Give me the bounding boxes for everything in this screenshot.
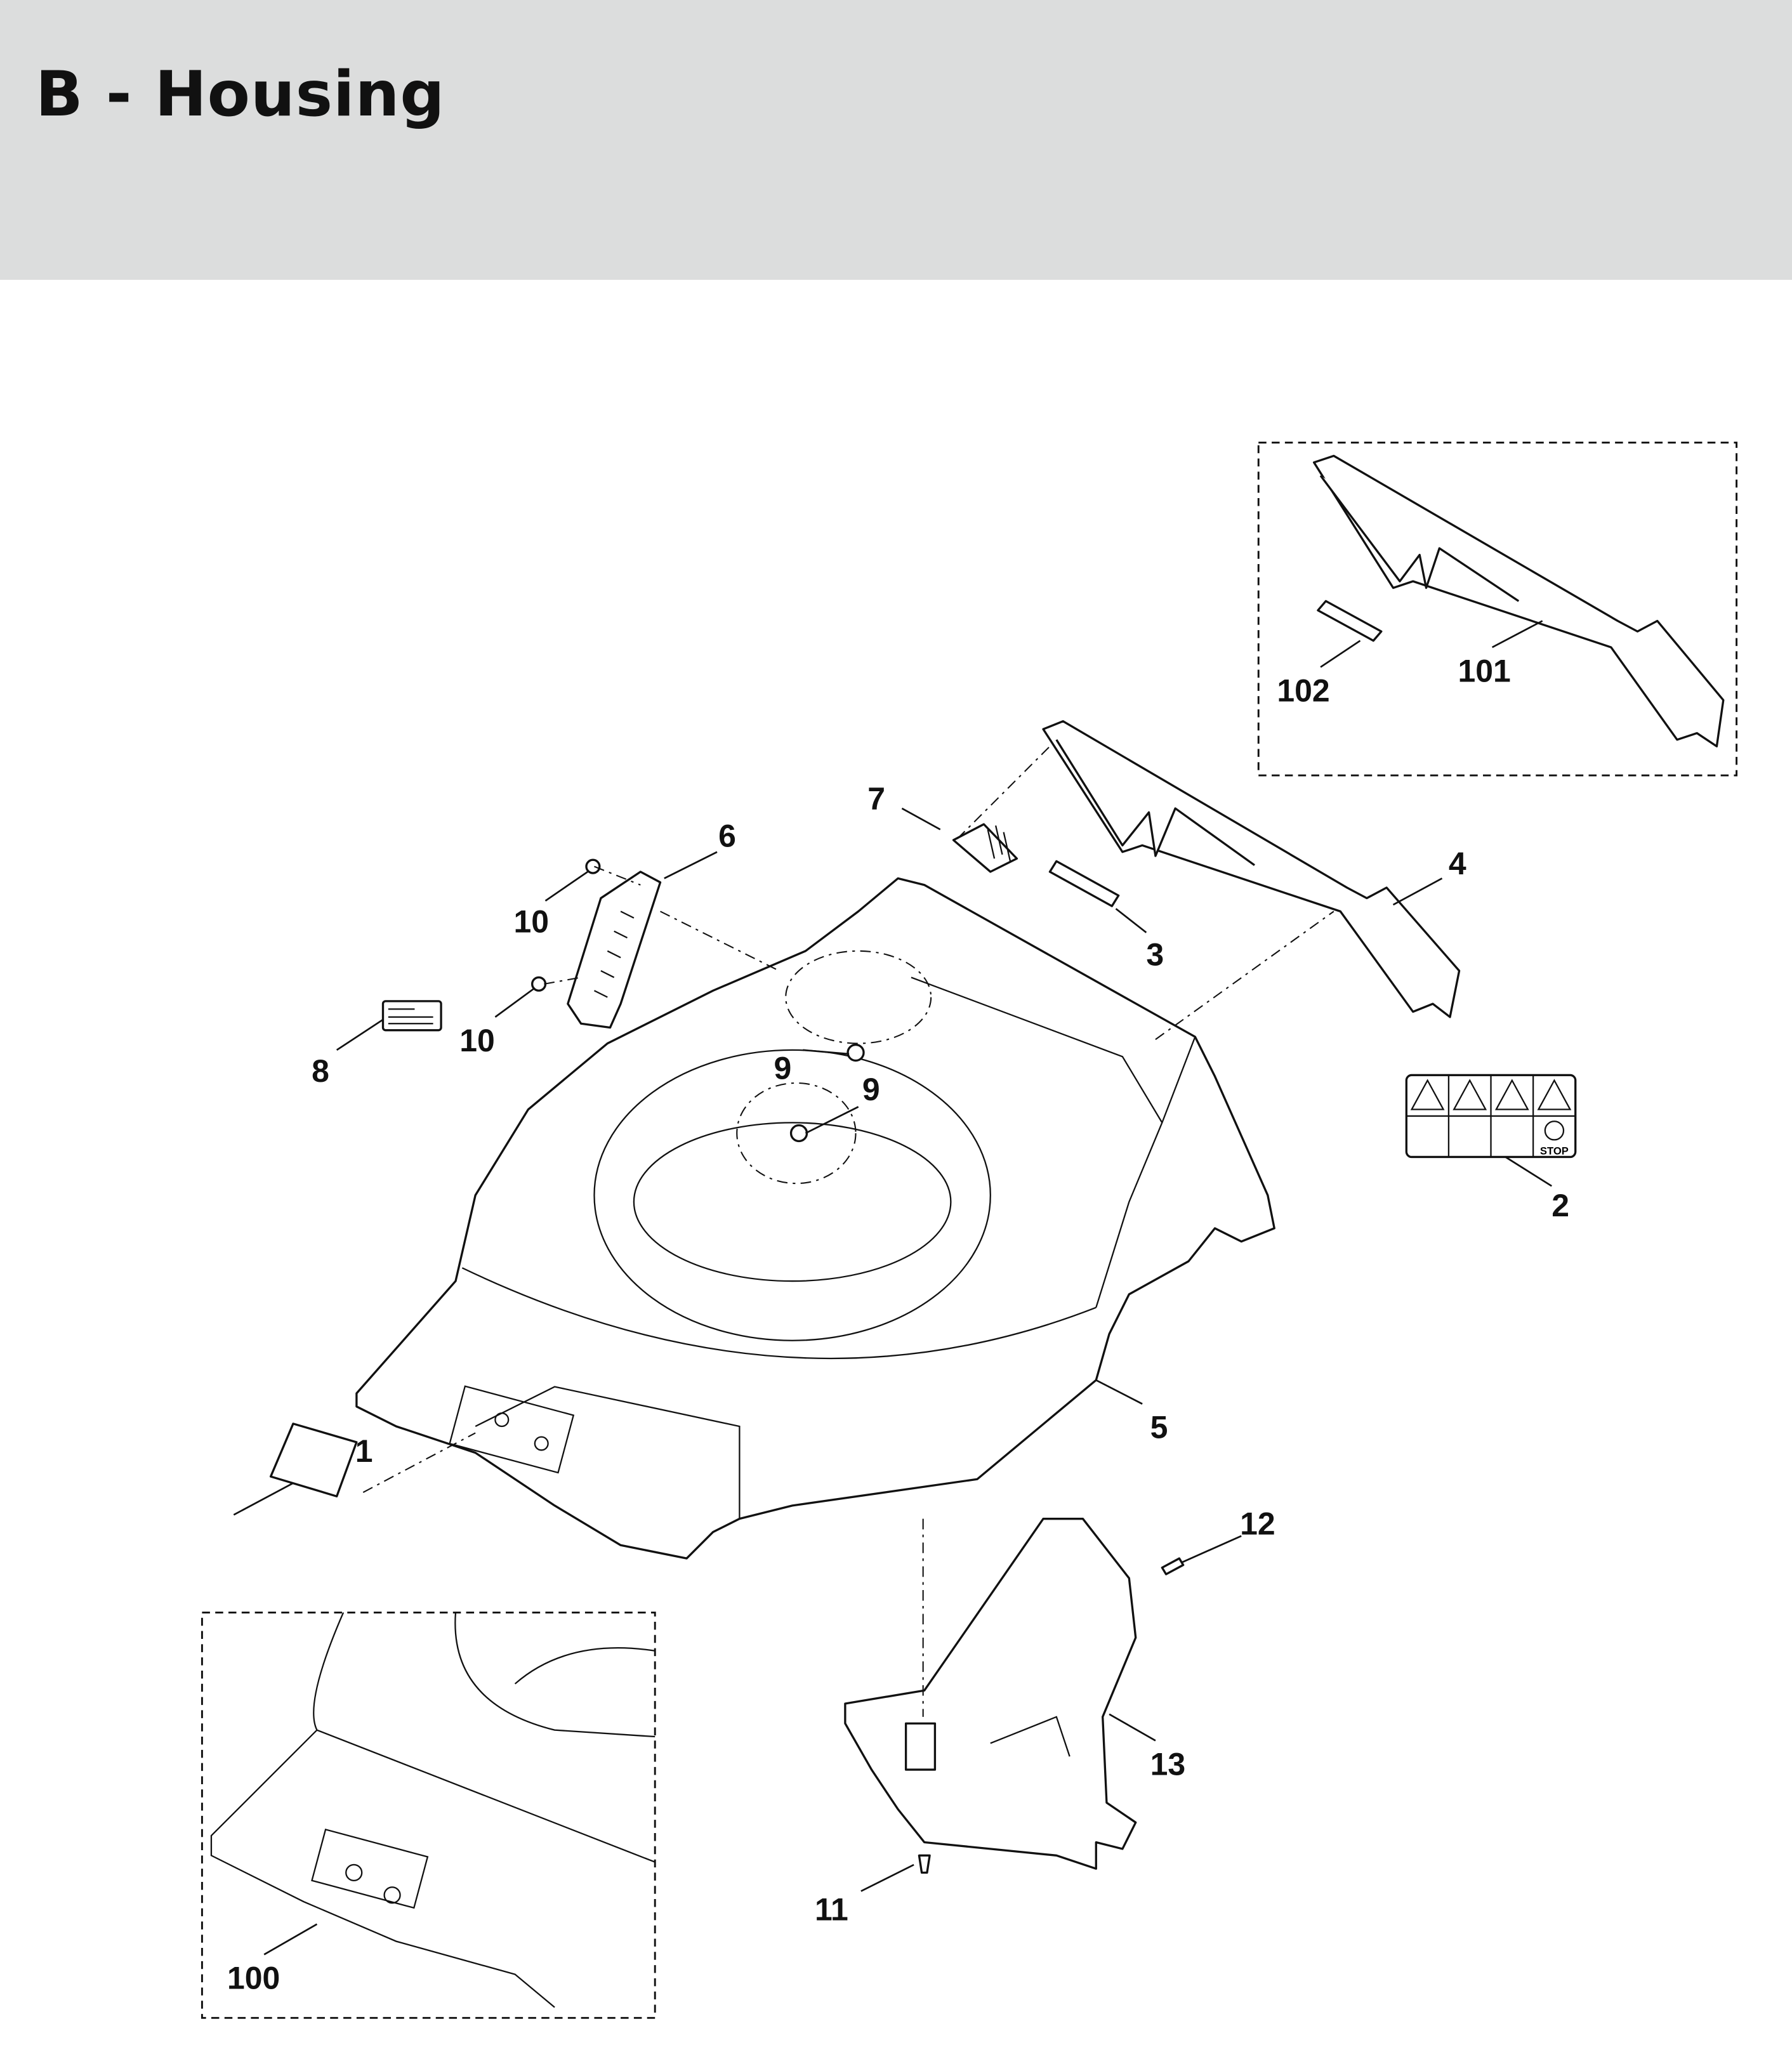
callout-5: 5: [1150, 1410, 1168, 1445]
screw-part: [918, 1854, 931, 1874]
decal-part: [269, 1423, 358, 1497]
assembly-lines: [362, 746, 1334, 1717]
callout-4: 4: [1449, 846, 1466, 881]
detail-box-101: [1257, 442, 1738, 777]
rear-flap-part: [1042, 720, 1461, 1018]
pin-102-part: [1317, 600, 1383, 642]
callout-102: 102: [1277, 673, 1329, 708]
washer-part: [847, 1043, 865, 1062]
blade-stop-icon: [1544, 1121, 1565, 1141]
rear-flap-alt-part: [1312, 454, 1725, 747]
screw-part: [1161, 1557, 1185, 1575]
callout-100: 100: [227, 1961, 280, 1996]
spring-part: [952, 823, 1018, 873]
washer-outline: [736, 1082, 857, 1185]
pin-part: [1048, 860, 1120, 907]
callout-13: 13: [1150, 1746, 1186, 1782]
callout-10-lower: 10: [459, 1023, 495, 1058]
type-label-text-lines: [388, 1008, 433, 1025]
callout-6: 6: [718, 818, 736, 853]
washer-outline: [785, 950, 932, 1044]
washer-part: [789, 1124, 808, 1143]
callout-8: 8: [312, 1053, 329, 1089]
height-scale-part: [567, 871, 662, 1029]
header-band: [0, 0, 1792, 280]
mower-deck-housing-part: [355, 877, 1275, 1560]
nut-part: [585, 858, 601, 874]
side-deflector-part: [844, 1518, 1137, 1870]
decal-stop-text: STOP: [1540, 1145, 1569, 1157]
callout-12: 12: [1240, 1506, 1275, 1542]
callout-11: 11: [815, 1891, 848, 1927]
callout-101: 101: [1458, 653, 1510, 688]
callout-10-upper: 10: [514, 904, 550, 940]
detail-box-100: [201, 1611, 656, 2019]
callout-2: 2: [1552, 1188, 1569, 1223]
callout-9-lower: 9: [862, 1072, 880, 1107]
page-title: B - Housing: [36, 58, 445, 131]
callout-leaders: [233, 620, 1552, 1956]
callout-9-upper: 9: [774, 1051, 792, 1086]
callout-1: 1: [355, 1433, 373, 1469]
callout-7: 7: [867, 781, 885, 817]
housing-front-detail-part: [210, 1612, 656, 2008]
safety-decal-part: STOP: [1405, 1074, 1577, 1159]
callout-3: 3: [1146, 937, 1164, 973]
type-label-part: [381, 1000, 442, 1032]
